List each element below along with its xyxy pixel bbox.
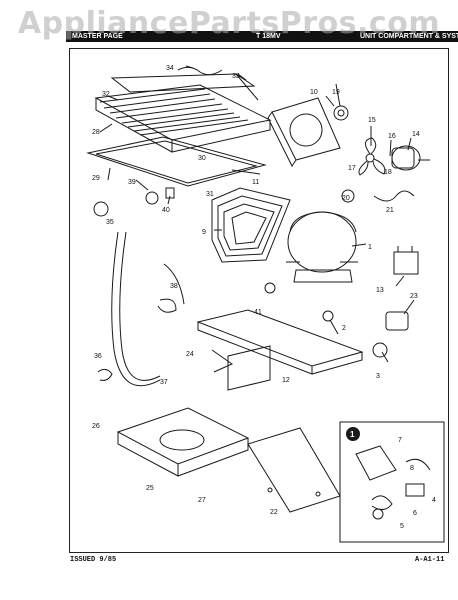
- callout-28: 28: [92, 129, 100, 136]
- callout-23: 23: [410, 293, 418, 300]
- relay-13: [393, 246, 419, 275]
- callout-21: 21: [386, 207, 394, 214]
- leader-lines: [99, 65, 415, 363]
- tube-37: [111, 231, 161, 387]
- callout-41: 41: [254, 309, 262, 316]
- capacitor-23: [385, 311, 409, 331]
- callout-33: 33: [232, 73, 240, 80]
- callout-14: 14: [412, 131, 420, 138]
- callout-18: 18: [384, 169, 392, 176]
- issued-date: ISSUED 9/85: [70, 556, 117, 564]
- grommet-19: [333, 105, 349, 121]
- callout-17: 17: [348, 165, 356, 172]
- inset-marker: 1: [350, 430, 355, 439]
- page-code: A-A1-11: [415, 556, 445, 564]
- heater-36: [97, 368, 113, 381]
- header-section-title: UNIT COMPARTMENT & SYSTEM: [360, 33, 458, 40]
- fan-motor-14: [391, 145, 430, 171]
- drip-pan-25: [116, 407, 250, 477]
- diagram-frame: [69, 48, 449, 553]
- callout-25: 25: [146, 485, 154, 492]
- inset-detail-box: 1: [339, 421, 445, 543]
- callout-12: 12: [282, 377, 290, 384]
- callout-labels: 1 2 3 4 5 6 7 8 9 10 11 12 13 14 15 16 1…: [92, 65, 436, 530]
- callout-9: 9: [202, 229, 206, 236]
- callout-4: 4: [432, 497, 436, 504]
- callout-35: 35: [106, 219, 114, 226]
- callout-6: 6: [413, 510, 417, 517]
- callout-24: 24: [186, 351, 194, 358]
- drain-pan-29: [86, 136, 267, 187]
- callout-15: 15: [368, 117, 376, 124]
- callout-29: 29: [92, 175, 100, 182]
- base-rails-12: [196, 309, 364, 391]
- header-model: T 18MV: [256, 33, 281, 40]
- callout-13: 13: [376, 287, 384, 294]
- callout-3: 3: [376, 373, 380, 380]
- callout-7: 7: [398, 437, 402, 444]
- callout-26: 26: [92, 423, 100, 430]
- callout-40: 40: [162, 207, 170, 214]
- callout-5: 5: [400, 523, 404, 530]
- callout-16: 16: [388, 133, 396, 140]
- small-parts: [93, 187, 415, 373]
- callout-19: 19: [332, 89, 340, 96]
- compressor-1: [286, 211, 358, 283]
- callout-37: 37: [160, 379, 168, 386]
- callout-20: 20: [342, 195, 350, 202]
- callout-27: 27: [198, 497, 206, 504]
- callout-22: 22: [270, 509, 278, 516]
- fan-shroud-10: [267, 97, 341, 167]
- header-master-page: MASTER PAGE: [72, 33, 123, 40]
- callout-8: 8: [410, 465, 414, 472]
- callout-38: 38: [170, 283, 178, 290]
- fan-blade-15: [358, 137, 386, 176]
- callout-1: 1: [368, 244, 372, 251]
- callout-34: 34: [166, 65, 174, 72]
- callout-39: 39: [128, 179, 136, 186]
- callout-36: 36: [94, 353, 102, 360]
- tube-34: [177, 66, 223, 76]
- callout-30: 30: [198, 155, 206, 162]
- callout-32: 32: [102, 91, 110, 98]
- evaporator-coil: [94, 73, 272, 153]
- access-cover-22: [247, 427, 341, 513]
- condenser-coil-9: [211, 187, 291, 263]
- callout-11: 11: [252, 179, 259, 186]
- callout-10: 10: [310, 89, 318, 96]
- callout-2: 2: [342, 325, 346, 332]
- callout-31: 31: [206, 191, 214, 198]
- header-bar: MASTER PAGE T 18MV UNIT COMPARTMENT & SY…: [66, 31, 458, 42]
